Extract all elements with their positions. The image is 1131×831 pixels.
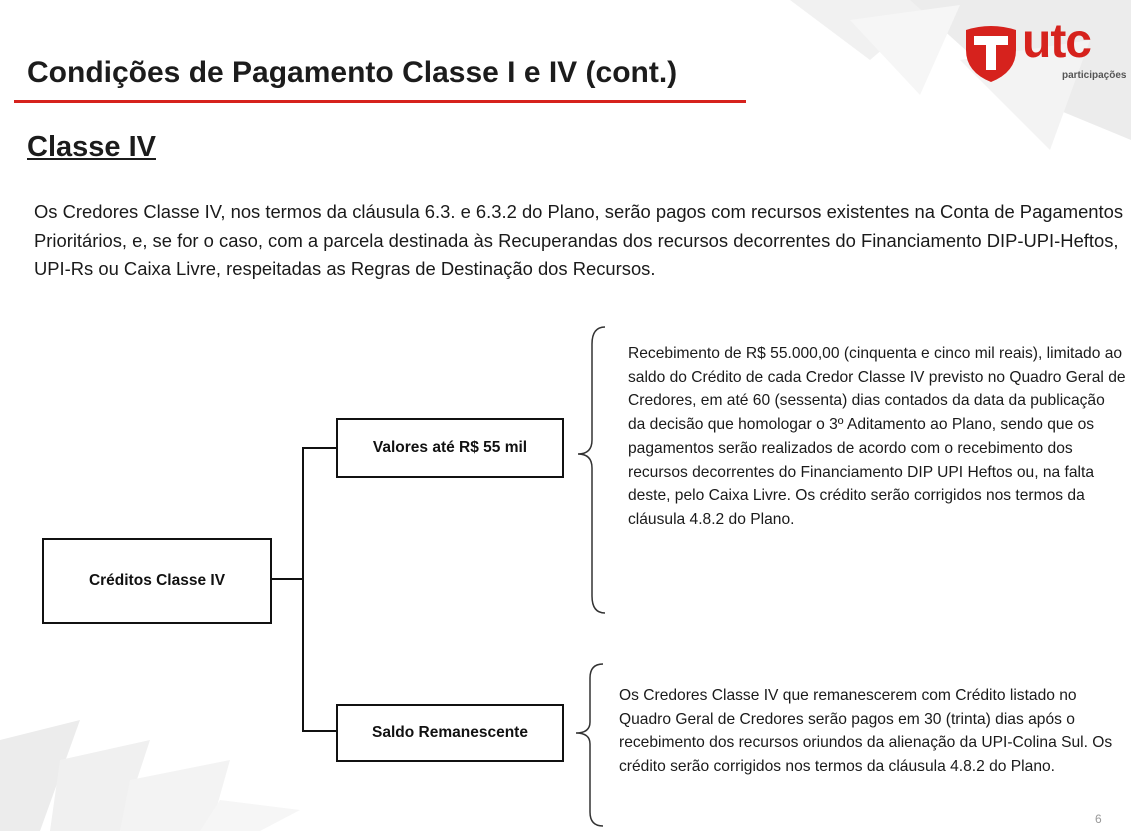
- root-connector: [272, 578, 304, 580]
- branch-description-2: Os Credores Classe IV que remanescerem c…: [619, 687, 1113, 776]
- intro-paragraph: Os Credores Classe IV, nos termos da clá…: [34, 201, 1124, 279]
- branch-connector-2: [302, 730, 336, 732]
- section-heading: Classe IV: [27, 131, 156, 163]
- logo-tagline: participações: [1062, 70, 1127, 81]
- title-underline: [14, 100, 746, 103]
- brace-1: [577, 326, 606, 614]
- vertical-connector: [302, 447, 304, 732]
- page-number: 6: [1095, 812, 1102, 826]
- logo-name: utc: [1022, 15, 1092, 68]
- branch-connector-1: [302, 447, 336, 449]
- root-box: Créditos Classe IV: [42, 538, 272, 624]
- branch-description-1: Recebimento de R$ 55.000,00 (cinquenta e…: [628, 345, 1126, 528]
- branch-box-2: Saldo Remanescente: [336, 704, 564, 762]
- background-decoration-bottom-left: [0, 720, 300, 831]
- branch-box-1: Valores até R$ 55 mil: [336, 418, 564, 478]
- page-title: Condições de Pagamento Classe I e IV (co…: [27, 56, 678, 89]
- utc-logo-icon: [966, 26, 1016, 82]
- brace-2: [575, 663, 604, 827]
